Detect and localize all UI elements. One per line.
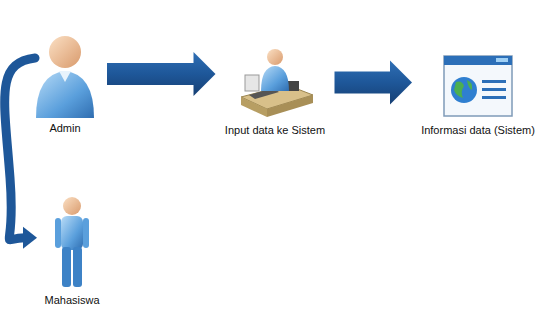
flow-arrow [5,58,37,249]
information-system: Informasi data (Sistem) [416,52,540,138]
actor-admin: Admin [27,30,103,136]
curved-arrow [5,58,35,240]
block-arrow [107,52,216,96]
node-label: Admin [47,122,82,135]
icon [52,195,92,290]
node-label: Mahasiswa [42,294,101,307]
node-label: Input data ke Sistem [223,124,327,137]
flow-arrow [107,52,216,96]
actor-student: Mahasiswa [39,195,105,308]
icon [438,52,518,120]
node-label: Informasi data (Sistem) [419,124,537,137]
icon [30,30,100,118]
icon [235,45,315,120]
flow-arrow [335,61,413,105]
block-arrow [335,61,413,105]
input-process: Input data ke Sistem [220,45,331,138]
arrow-head [23,227,37,249]
